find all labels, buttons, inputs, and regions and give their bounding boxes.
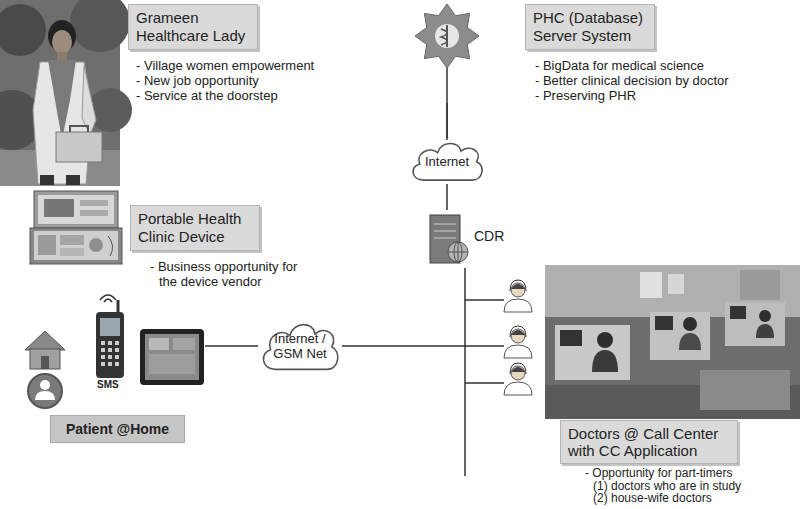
connector-line bbox=[446, 103, 448, 138]
server-wire bbox=[446, 68, 448, 140]
phone-icon bbox=[96, 295, 124, 378]
doctor-icon bbox=[504, 280, 532, 395]
bus-wire bbox=[465, 300, 504, 476]
bullet-text: - Service at the doorstep bbox=[136, 88, 330, 103]
node-heading: PHC (Database) Server System bbox=[525, 4, 655, 50]
bullet-text: - New job opportunity bbox=[136, 73, 330, 88]
server-node: CDR bbox=[426, 210, 506, 268]
connector-line bbox=[205, 345, 258, 347]
bullet-text: - Opportunity for part-timers bbox=[585, 467, 805, 480]
person-icon bbox=[28, 374, 62, 408]
icon-label: SMS bbox=[97, 379, 119, 391]
bullet-text: - Preserving PHR bbox=[535, 88, 795, 103]
server-icon bbox=[415, 4, 479, 68]
bullet-text: - Village women empowerment bbox=[136, 58, 330, 73]
cloud-outline bbox=[263, 325, 337, 370]
cdr-icon bbox=[430, 215, 468, 263]
info-box: Doctors @ Call Center with CC Applicatio… bbox=[496, 262, 805, 505]
cloud-label: Internet / GSM Net bbox=[267, 331, 333, 361]
connector-line bbox=[446, 184, 448, 210]
network-cloud: Internet / GSM Net bbox=[258, 318, 342, 374]
bullet-text: (2) house-wife doctors bbox=[593, 492, 805, 505]
node-heading: Doctors @ Call Center with CC Applicatio… bbox=[560, 420, 738, 464]
info-box: Grameen Healthcare Lady - Village women e… bbox=[125, 2, 330, 103]
device-kit bbox=[30, 191, 122, 264]
house-icon bbox=[25, 331, 65, 369]
tablet-icon bbox=[140, 329, 204, 385]
node-heading: Grameen Healthcare Lady bbox=[128, 4, 258, 50]
bullet-text: - BigData for medical science bbox=[535, 58, 795, 73]
node-label: CDR bbox=[474, 228, 506, 245]
bullet-text: - Better clinical decision by doctor bbox=[535, 73, 795, 88]
bullet-text: (1) doctors who are in study bbox=[593, 480, 805, 493]
node-heading: Patient @Home bbox=[50, 415, 185, 443]
info-box: PHC (Database) Server System - BigData fo… bbox=[410, 4, 795, 103]
patient-node: Patient @Home bbox=[20, 300, 205, 443]
connector-line bbox=[342, 345, 496, 347]
lady-photo bbox=[0, 0, 132, 186]
node-heading: Portable Health Clinic Device bbox=[130, 205, 260, 251]
info-box: Portable Health Clinic Device - Business … bbox=[128, 203, 306, 289]
network-cloud: Internet bbox=[408, 138, 486, 184]
cloud-label: Internet bbox=[412, 154, 482, 169]
bullet-text: - Business opportunity for the device ve… bbox=[150, 259, 309, 289]
connector-line bbox=[465, 268, 496, 300]
call-center-photo bbox=[545, 265, 800, 419]
